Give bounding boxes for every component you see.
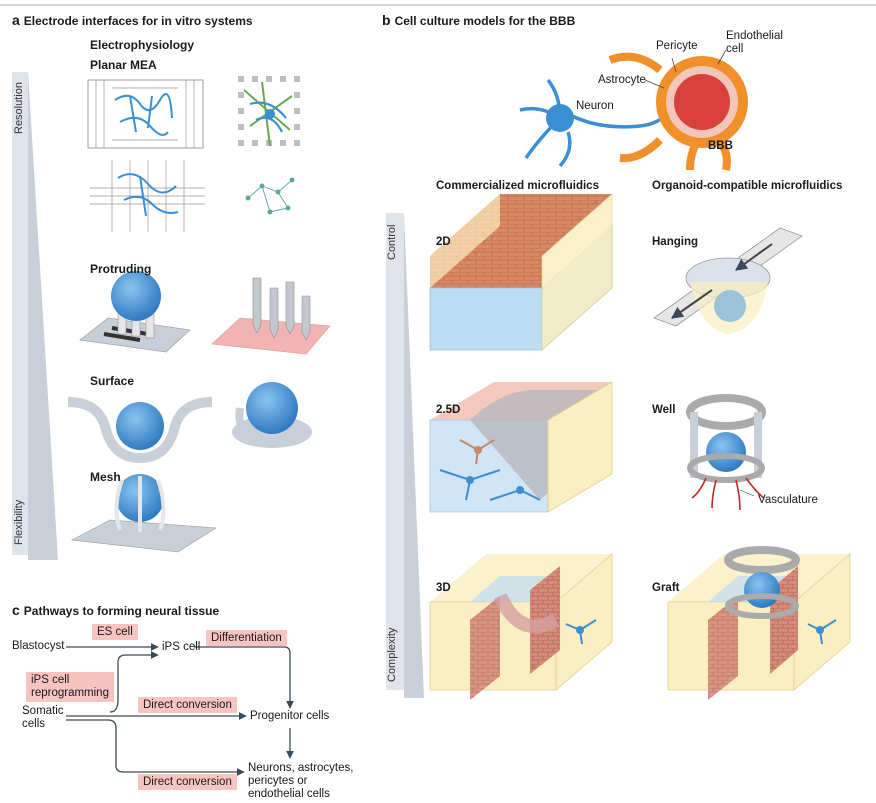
panel-b-title-text: Cell culture models for the BBB [394, 14, 576, 28]
planar-mea-grid-1 [87, 79, 204, 149]
neurons-line3: endothelial cells [248, 788, 330, 800]
protruding-needle-array [211, 277, 331, 355]
model-25d [429, 381, 613, 513]
somatic-line2: cells [22, 718, 46, 730]
label-2d: 2D [436, 236, 451, 248]
surface-organoid-1 [67, 397, 213, 464]
organoid-microfluidics-label: Organoid-compatible microfluidics [652, 180, 843, 192]
es-cell-tag: ES cell [92, 624, 138, 640]
astrocyte-label: Astrocyte [598, 74, 646, 86]
ips-reprogramming-line2: reprogramming [31, 687, 109, 699]
resolution-axis-label: Resolution [13, 82, 25, 134]
hanging-label: Hanging [652, 236, 698, 248]
pathway-arrows [66, 643, 294, 776]
model-well [686, 394, 766, 511]
panel-c-letter: c [12, 602, 20, 618]
commercialized-microfluidics-label: Commercialized microfluidics [436, 180, 599, 192]
direct-conversion-tag-2: Direct conversion [138, 774, 237, 790]
planar-mea-label: Planar MEA [90, 58, 157, 72]
ips-cell-label: iPS cell [162, 641, 201, 653]
somatic-line1: Somatic [22, 705, 64, 717]
mesh-organoid [70, 474, 217, 553]
protruding-label: Protruding [90, 262, 152, 276]
neuron-network [114, 93, 173, 136]
planar-mea-grid-2 [238, 76, 300, 147]
bbb-label: BBB [708, 140, 733, 152]
neurons-line1: Neurons, astrocytes, [248, 762, 354, 774]
flexibility-axis-label: Flexibility [13, 499, 25, 545]
model-hanging [653, 227, 803, 334]
mesh-label: Mesh [90, 470, 121, 484]
blastocyst-label: Blastocyst [12, 640, 65, 652]
neuron-label: Neuron [576, 100, 614, 112]
label-25d: 2.5D [436, 404, 461, 416]
endothelial-cell-label: Endothelial cell [726, 30, 783, 55]
panel-b-letter: b [382, 12, 391, 28]
neuron-graph [245, 177, 295, 215]
control-axis-label: Control [386, 224, 398, 260]
model-graft [667, 546, 851, 700]
panel-a-title-text: Electrode interfaces for in vitro system… [23, 14, 253, 28]
planar-mea-grid-3 [90, 160, 205, 232]
bbb-illustration [608, 49, 748, 171]
complexity-axis-label: Complexity [386, 627, 398, 682]
model-3d [429, 553, 613, 700]
vasculature-label: Vasculature [758, 494, 818, 506]
electrophysiology-label: Electrophysiology [90, 38, 195, 52]
neurons-line2: pericytes or [248, 775, 308, 787]
well-label: Well [652, 404, 676, 416]
control-complexity-wedge [386, 213, 404, 690]
surface-organoid-2 [232, 382, 312, 448]
differentiation-tag: Differentiation [206, 630, 287, 646]
neuron-illustration [519, 78, 672, 168]
surface-label: Surface [90, 374, 135, 388]
graft-label: Graft [652, 582, 680, 594]
model-2d [429, 193, 613, 351]
panel-a-letter: a [12, 12, 20, 28]
panel-c-title-text: Pathways to forming neural tissue [23, 604, 220, 618]
ips-reprogramming-line1: iPS cell [31, 674, 70, 686]
direct-conversion-tag-1: Direct conversion [138, 697, 237, 713]
protruding-mea-organoid [79, 271, 191, 353]
pericyte-label: Pericyte [656, 40, 698, 52]
resolution-flexibility-wedge [12, 72, 28, 555]
label-3d: 3D [436, 582, 451, 594]
progenitor-cells-label: Progenitor cells [250, 710, 330, 722]
